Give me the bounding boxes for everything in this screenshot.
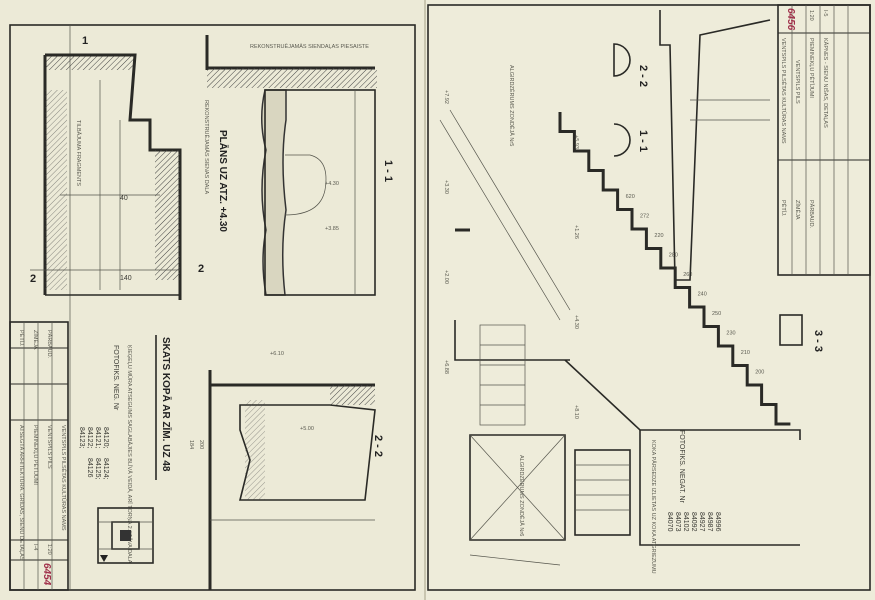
photo-number: 84070 bbox=[666, 512, 673, 532]
stair-label: ALGIRDZĒRUMS ZONDĒJĀ Nr5 bbox=[508, 65, 515, 146]
signature-label: PĒTĪJ. bbox=[18, 330, 25, 347]
photo-number: 84927 bbox=[698, 512, 705, 532]
photo-label: FOTOFIKS. NEG. Nr bbox=[112, 345, 119, 411]
signature-label: PĀRBAUD. bbox=[808, 200, 815, 229]
step-dimension: 250 bbox=[712, 311, 721, 317]
title-block-scale: 1:20 bbox=[808, 10, 814, 21]
arch-details: 2 - 2 1 - 1 3 - 3 bbox=[613, 10, 824, 352]
photo-number: 84123; bbox=[78, 427, 85, 448]
step-dimension: 240 bbox=[698, 292, 707, 298]
title-block-stage: PIEMINEKĻU PĒTĪJUMI bbox=[808, 38, 815, 98]
dimension: +4.30 bbox=[325, 181, 339, 187]
title-block-drawing: KĀPNES - SIENU NIŠAS, DETAĻAS bbox=[822, 38, 829, 128]
title-block-drawing: ATSEGTĀ ARHITEKTŪRA. GRĪDAS, SIENU DETAĻ… bbox=[18, 425, 25, 561]
drawing-number: 6456 bbox=[785, 8, 796, 31]
lower-label: ALGIRDZĒRUMS ZONDĒJĀ Nr6 bbox=[518, 455, 525, 536]
title-block-org: VENTSPILS PILS bbox=[46, 425, 52, 469]
plan-drawing: REKONSTRUĒJAMĀS SIENDAĻAS PIESAISTE PLĀN… bbox=[203, 35, 394, 296]
view-notes: SKATS KOPĀ AR ZĪM. UZ 48 ĶIEĢEĻU MŪRA AT… bbox=[78, 335, 172, 564]
title-block-scale: 1:20 bbox=[46, 544, 52, 555]
step-dimension: 260 bbox=[683, 272, 692, 278]
title-block-org: VENTSPILS PILS bbox=[794, 60, 800, 104]
section-label: 2 - 2 bbox=[372, 435, 384, 457]
photo-number: 84125; bbox=[94, 458, 101, 479]
plan-title: PLĀNS UZ ATZ. +4.30 bbox=[217, 130, 229, 232]
signature-label: ZĪMĒJA bbox=[32, 330, 39, 350]
level-mark: +7.92 bbox=[443, 90, 449, 104]
level-mark: +8.10 bbox=[573, 405, 579, 419]
dimension: +6.10 bbox=[270, 351, 284, 357]
title-block-sheet: I-4 bbox=[32, 544, 38, 550]
step-dimension: 220 bbox=[654, 233, 663, 239]
tower-note: KOKA PĀRSEDZE IZLIETAS UZ KOKA ATGRIEZUM… bbox=[650, 440, 657, 574]
step-dimension: 280 bbox=[669, 253, 678, 259]
photo-number: 84073 bbox=[674, 512, 681, 532]
right-title-block: VENTSPILS PILSĒTAS KULTŪRAS NAMS VENTSPI… bbox=[777, 4, 871, 276]
wall-label: TILBĀJUMA FRAGMENTS bbox=[75, 120, 82, 186]
step-dimensions: 620 272 220 280 260 240 250 230 210 200 bbox=[626, 194, 765, 376]
dimension: 200 bbox=[198, 440, 204, 449]
section-label: 1 - 1 bbox=[382, 160, 394, 182]
drawing-number: 6454 bbox=[41, 563, 52, 586]
level-mark: +6.88 bbox=[443, 360, 449, 374]
title-block-object: VENTSPILS PILSĒTAS KULTŪRAS NAMS bbox=[60, 425, 67, 531]
signature-label: PĀRBAUD. bbox=[46, 330, 53, 359]
step-dimension: 200 bbox=[755, 370, 764, 376]
level-mark: +1.26 bbox=[573, 225, 579, 239]
level-mark: +3.30 bbox=[443, 180, 449, 194]
signature-label: PĒTĪJ. bbox=[780, 200, 787, 217]
title-block-stage: PIEMINEKĻU PĒTĪJUMI bbox=[32, 425, 39, 485]
photo-number: 84124; bbox=[102, 458, 109, 479]
axis-mark: 2 bbox=[30, 273, 36, 285]
signature-label: ZĪMĒJA bbox=[794, 200, 801, 220]
level-mark: +5.93 bbox=[573, 135, 579, 149]
photo-number: 84987 bbox=[706, 512, 713, 532]
photo-number: 84126 bbox=[86, 458, 93, 478]
section-label: 1 - 1 bbox=[637, 130, 649, 152]
axis-mark: 1 bbox=[82, 35, 88, 47]
photo-number: 84092 bbox=[690, 512, 697, 532]
level-mark: +4.30 bbox=[573, 315, 579, 329]
section-label: 2 - 2 bbox=[637, 65, 649, 87]
dimension: +3.85 bbox=[325, 226, 339, 232]
step-dimension: 210 bbox=[741, 350, 750, 356]
step-dimension: 272 bbox=[640, 214, 649, 220]
right-sheet-frame bbox=[427, 4, 871, 591]
right-sheet bbox=[425, 0, 875, 600]
photo-number: 84121; bbox=[94, 427, 101, 448]
dimension: 184 bbox=[188, 440, 194, 449]
plan-note: REKONSTRUĒJAMĀS SIENAS DALA bbox=[203, 100, 210, 194]
view-note: ĶIEĢEĻU MŪRA ATSEGUMS SAGLABĀJIES BLĪVĀ … bbox=[126, 345, 133, 564]
left-wall-section: TILBĀJUMA FRAGMENTS 140 40 1 2 2 bbox=[30, 35, 204, 300]
axis-mark: 2 bbox=[198, 263, 204, 275]
dimension: 140 bbox=[120, 275, 132, 282]
left-title-block: PĒTĪJ. ZĪMĒJA PĀRBAUD. VENTSPILS PILSĒTA… bbox=[9, 321, 69, 591]
section-label: 3 - 3 bbox=[812, 330, 824, 352]
photo-numbers: 84070 84073 84102 84092 84927 84987 8499… bbox=[666, 512, 721, 532]
step-dimension: 620 bbox=[626, 194, 635, 200]
title-block-sheet: I-5 bbox=[822, 10, 828, 16]
step-dimension: 230 bbox=[726, 331, 735, 337]
photo-number: 84120; bbox=[102, 427, 109, 448]
photo-label: FOTOFIKS. NEGAT. Nr bbox=[678, 430, 685, 504]
dimension: +5.00 bbox=[300, 426, 314, 432]
photo-number: 84122; bbox=[86, 427, 93, 448]
section-2-2-drawing: 2 - 2 184 200 +6.10 +5.00 bbox=[188, 351, 384, 590]
photo-number: 84102 bbox=[682, 512, 689, 532]
photo-number: 84996 bbox=[714, 512, 721, 532]
wall-tie-label: REKONSTRUĒJAMĀS SIENDAĻAS PIESAISTE bbox=[250, 43, 369, 50]
title-block-object: VENTSPILS PILSĒTAS KULTŪRAS NAMS bbox=[780, 38, 787, 144]
left-sheet-frame bbox=[9, 24, 416, 591]
level-mark: +2.00 bbox=[443, 270, 449, 284]
key-plan bbox=[97, 507, 154, 564]
view-title: SKATS KOPĀ AR ZĪM. UZ 48 bbox=[160, 337, 172, 472]
level-marks: +7.92 +5.93 +3.30 +1.26 +2.00 +4.30 +6.88 +8.10 bbox=[443, 90, 579, 419]
dimension: 40 bbox=[120, 195, 128, 202]
